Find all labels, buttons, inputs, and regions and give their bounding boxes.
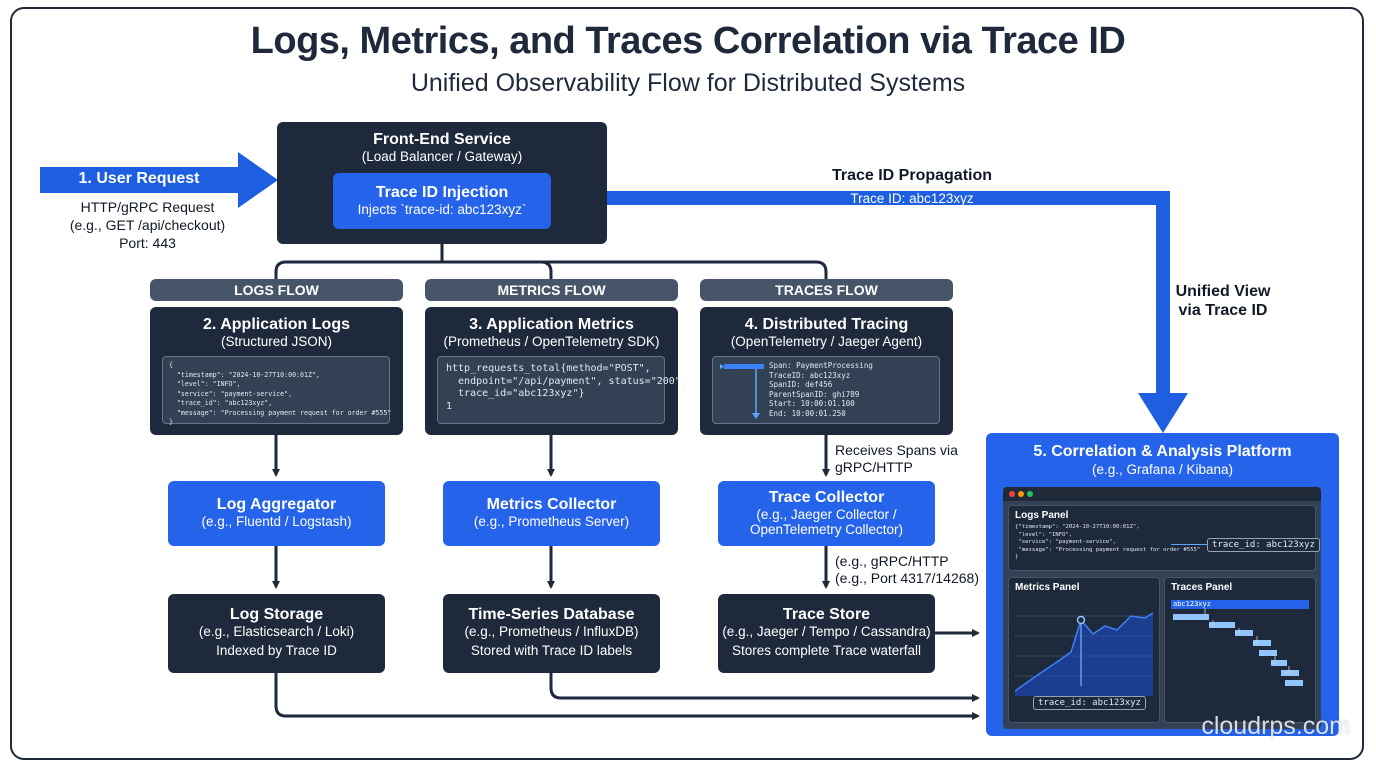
receives-spans-label: Receives Spans via gRPC/HTTP (835, 442, 965, 476)
propagation-trace-id: Trace ID: abc123xyz (850, 191, 974, 206)
metrics-collector-box: Metrics Collector (e.g., Prometheus Serv… (443, 481, 660, 546)
app-logs-json: { "timestamp": "2024-10-27T10:00:01Z", "… (162, 356, 391, 426)
user-request-label: 1. User Request (78, 170, 200, 187)
trace-store-subtitle: (e.g., Jaeger / Tempo / Cassandra) (722, 624, 931, 639)
span-timeline-glyph (720, 364, 764, 419)
correlation-platform: 5. Correlation & Analysis Platform (e.g.… (986, 433, 1339, 736)
logs-panel-json: {"timestamp": "2024-10-27T10:00:01Z", "l… (1015, 524, 1201, 560)
root-span-label: abc123xyz (1173, 600, 1211, 608)
log-aggregator-subtitle: (e.g., Fluentd / Logstash) (201, 514, 352, 529)
log-storage-title: Log Storage (229, 606, 324, 623)
platform-title: 5. Correlation & Analysis Platform (1033, 443, 1292, 460)
diagram-title: Logs, Metrics, and Traces Correlation vi… (250, 20, 1126, 62)
window-maximize-dot[interactable] (1027, 491, 1033, 497)
metrics-collector-subtitle: (e.g., Prometheus Server) (473, 514, 630, 529)
application-logs-box: 2. Application Logs (Structured JSON) { … (150, 307, 403, 435)
logs-panel: Logs Panel {"timestamp": "2024-10-27T10:… (1008, 505, 1320, 571)
collector-protocol-note: (e.g., gRPC/HTTP (e.g., Port 4317/14268) (835, 553, 985, 587)
metrics-sparkline (1014, 612, 1154, 696)
metrics-collector-title: Metrics Collector (486, 496, 617, 513)
metrics-panel: Metrics Panel trace_id: abc123xyz (1008, 577, 1160, 723)
tracing-title: 4. Distributed Tracing (744, 316, 909, 333)
log-aggregator-box: Log Aggregator (e.g., Fluentd / Logstash… (168, 481, 385, 546)
receives-line-1: Receives Spans via (835, 442, 958, 458)
unified-line-1: Unified View (1175, 283, 1271, 300)
trace-collector-box: Trace Collector (e.g., Jaeger Collector … (718, 481, 935, 546)
app-metrics-sample: http_requests_total{method="POST", endpo… (437, 356, 687, 424)
vertical-flow-arrows (272, 435, 830, 589)
trace-collector-subtitle-1: (e.g., Jaeger Collector / (756, 507, 897, 522)
application-metrics-box: 3. Application Metrics (Prometheus / Ope… (425, 307, 687, 435)
tsdb-title: Time-Series Database (468, 606, 635, 623)
window-close-dot[interactable] (1009, 491, 1015, 497)
watermark-text: cloudrps.com (1201, 712, 1350, 740)
tsdb-box: Time-Series Database (e.g., Prometheus /… (443, 594, 660, 673)
metrics-panel-title: Metrics Panel (1015, 582, 1080, 593)
traces-flow-header: TRACES FLOW (700, 279, 953, 301)
app-metrics-subtitle: (Prometheus / OpenTelemetry SDK) (443, 334, 660, 349)
logs-panel-title: Logs Panel (1015, 510, 1069, 521)
request-port: Port: 443 (119, 235, 176, 251)
frontend-subtitle: (Load Balancer / Gateway) (361, 149, 523, 164)
traces-panel: Traces Panel abc123xyz (1164, 577, 1316, 723)
trace-injection-box: Trace ID Injection Injects `trace-id: ab… (333, 173, 551, 229)
dashboard-window: Logs Panel {"timestamp": "2024-10-27T10:… (1003, 487, 1321, 729)
trace-waterfall (1173, 608, 1303, 686)
collector-note-line-2: (e.g., Port 4317/14268) (835, 570, 979, 586)
user-request-details: HTTP/gRPC Request (e.g., GET /api/checko… (60, 198, 235, 252)
injection-title: Trace ID Injection (375, 184, 509, 201)
trace-store-title: Trace Store (782, 606, 871, 623)
trace-collector-title: Trace Collector (768, 489, 885, 506)
diagram-frame (10, 7, 1364, 760)
window-titlebar (1003, 487, 1321, 501)
trace-collector-subtitle-2: OpenTelemetry Collector) (749, 522, 904, 537)
tsdb-subtitle: (e.g., Prometheus / InfluxDB) (464, 624, 639, 639)
diagram-subtitle: Unified Observability Flow for Distribut… (410, 69, 966, 97)
log-aggregator-title: Log Aggregator (216, 496, 337, 513)
app-metrics-title: 3. Application Metrics (469, 316, 634, 333)
unified-line-2: via Trace ID (1178, 302, 1268, 319)
log-storage-box: Log Storage (e.g., Elasticsearch / Loki)… (168, 594, 385, 673)
user-request-arrow (40, 152, 278, 208)
window-minimize-dot[interactable] (1018, 491, 1024, 497)
request-protocol: HTTP/gRPC Request (80, 199, 215, 215)
storage-to-platform-arrows (274, 629, 980, 720)
traces-panel-title: Traces Panel (1171, 582, 1233, 593)
unified-view-label: Unified View via Trace ID (1160, 282, 1286, 320)
trace-store-box: Trace Store (e.g., Jaeger / Tempo / Cass… (718, 594, 935, 673)
logs-trace-tag[interactable]: trace_id: abc123xyz (1207, 538, 1320, 552)
log-storage-note: Indexed by Trace ID (216, 643, 337, 658)
tsdb-note: Stored with Trace ID labels (470, 643, 633, 658)
log-storage-subtitle: (e.g., Elasticsearch / Loki) (198, 624, 355, 639)
trace-store-note: Stores complete Trace waterfall (731, 643, 922, 658)
logs-flow-header: LOGS FLOW (150, 279, 403, 301)
metrics-flow-header: METRICS FLOW (425, 279, 678, 301)
root-span-bar[interactable]: abc123xyz (1171, 600, 1309, 609)
request-example: (e.g., GET /api/checkout) (69, 217, 226, 233)
app-logs-subtitle: (Structured JSON) (220, 334, 333, 349)
propagation-title: Trace ID Propagation (831, 167, 993, 184)
app-logs-title: 2. Application Logs (203, 316, 350, 333)
injection-subtitle: Injects `trace-id: abc123xyz` (357, 202, 527, 217)
flow-split-connector (274, 243, 828, 280)
metrics-trace-tag[interactable]: trace_id: abc123xyz (1033, 696, 1146, 710)
distributed-tracing-box: 4. Distributed Tracing (OpenTelemetry / … (700, 307, 953, 435)
platform-subtitle: (e.g., Grafana / Kibana) (1091, 462, 1234, 477)
collector-note-line-1: (e.g., gRPC/HTTP (835, 553, 949, 569)
receives-line-2: gRPC/HTTP (835, 459, 913, 475)
logs-link-line (1171, 544, 1207, 545)
tracing-subtitle: (OpenTelemetry / Jaeger Agent) (730, 334, 923, 349)
frontend-title: Front-End Service (373, 131, 511, 148)
